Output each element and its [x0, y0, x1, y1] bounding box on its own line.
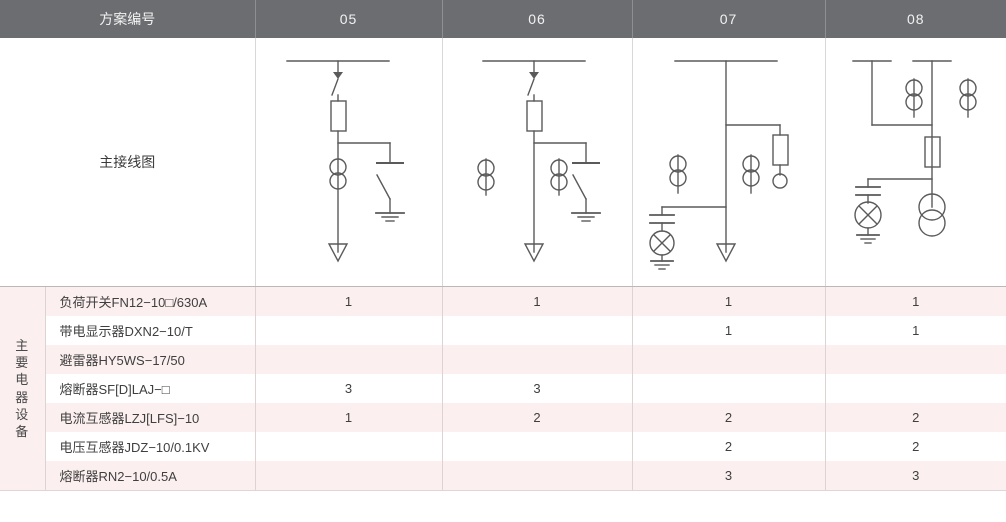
row-value-05: 3: [255, 374, 443, 403]
feeder-arrow-06: [523, 243, 545, 263]
row-value-05: 1: [255, 403, 443, 432]
earth-switch-blade-06: [572, 174, 587, 200]
fuse-body-05: [329, 100, 347, 132]
ct-circle-top-05: [328, 158, 347, 176]
row-value-08: 1: [825, 316, 1006, 345]
row-name: 带电显示器DXN2−10/T: [45, 316, 256, 345]
row-value-07: 1: [632, 316, 826, 345]
header-column-06: 06: [442, 0, 633, 38]
diagram-row-label: 主接线图: [0, 38, 256, 287]
diagram-cell-06: [442, 38, 633, 287]
group-label-char-2: 电: [15, 372, 30, 388]
row-name: 熔断器RN2−10/0.5A: [45, 461, 256, 491]
row-value-07: [632, 374, 826, 403]
row-name: 熔断器SF[D]LAJ−□: [45, 374, 256, 403]
table-row: 熔断器SF[D]LAJ−□ 3 3: [0, 374, 1006, 403]
arrester-cross2-08: [857, 205, 878, 225]
diagram-cell-07: [632, 38, 826, 287]
fuse-body-08: [924, 136, 941, 168]
table-row: 主 要 电 器 设 备 负荷开关FN12−10□/630A 1 1 1 1: [0, 286, 1006, 491]
row-value-05: [255, 461, 443, 491]
row-value-05: 1: [255, 286, 443, 316]
fuse-body-06: [526, 100, 543, 132]
row-value-08: 2: [825, 432, 1006, 461]
row-value-08: [825, 374, 1006, 403]
row-value-06: 2: [442, 403, 633, 432]
switch-blade-06: [527, 78, 535, 96]
row-value-07: 2: [632, 403, 826, 432]
single-line-diagram-06: [477, 60, 601, 263]
switch-contact-marker-05: [332, 72, 343, 79]
row-name: 负荷开关FN12−10□/630A: [45, 286, 256, 316]
ct-circle-right-top-06: [550, 159, 568, 177]
row-value-08: 1: [825, 286, 1006, 316]
switch-contact-marker-06: [529, 72, 539, 79]
ct-circle-mid-top-07: [741, 155, 760, 173]
row-value-07: 3: [632, 461, 826, 491]
single-line-diagram-05: [285, 60, 405, 263]
group-label-main-equipment: 主 要 电 器 设 备: [0, 286, 46, 491]
row-value-07: 2: [632, 432, 826, 461]
group-label-char-1: 要: [15, 355, 30, 371]
row-value-08: 2: [825, 403, 1006, 432]
ct-circle-bottom-05: [328, 172, 347, 190]
table-row: 带电显示器DXN2−10/T 1 1: [0, 316, 1006, 345]
header-scheme-number: 方案编号: [0, 0, 256, 38]
ct-circle-right-bottom-06: [550, 173, 568, 191]
single-line-diagram-07: [648, 60, 789, 270]
ct-circle-b-bottom-08: [959, 93, 977, 111]
ct-circle-a-bottom-08: [905, 93, 923, 111]
diagram-cell-08: [825, 38, 1006, 287]
group-label-char-0: 主: [15, 338, 30, 354]
row-value-06: 3: [442, 374, 633, 403]
row-value-07: [632, 345, 826, 374]
row-value-05: [255, 316, 443, 345]
ct-circle-mid-bottom-07: [741, 169, 760, 187]
row-value-08: 3: [825, 461, 1006, 491]
ct-circle-left-bottom-06: [477, 173, 495, 191]
arrester-cross2-07: [652, 234, 671, 252]
ct-circle-left-top-07: [668, 155, 687, 173]
table-row: 避雷器HY5WS−17/50: [0, 345, 1006, 374]
header-column-05: 05: [255, 0, 443, 38]
table-header-row: 方案编号 05 06 07 08: [0, 0, 1006, 38]
feeder-arrow-05: [327, 243, 348, 263]
earth-switch-blade-05: [375, 174, 391, 200]
row-value-05: [255, 432, 443, 461]
switch-blade-05: [330, 78, 339, 96]
ct-circle-left-bottom-07: [668, 169, 687, 187]
row-value-06: [442, 316, 633, 345]
row-name: 避雷器HY5WS−17/50: [45, 345, 256, 374]
diagram-row: 主接线图: [0, 38, 1006, 287]
header-column-08: 08: [825, 0, 1006, 38]
fuse-body-07: [771, 134, 789, 166]
ct-circle-left-top-06: [477, 159, 495, 177]
table-row: 熔断器RN2−10/0.5A 3 3: [0, 461, 1006, 491]
diagram-cell-05: [255, 38, 443, 287]
group-label-char-3: 器: [15, 389, 30, 405]
row-name: 电压互感器JDZ−10/0.1KV: [45, 432, 256, 461]
row-value-06: [442, 345, 633, 374]
row-value-07: 1: [632, 286, 826, 316]
table-row: 电压互感器JDZ−10/0.1KV 2 2: [0, 432, 1006, 461]
transformer-circle-bottom-08: [918, 209, 946, 237]
ct-circle-right-07: [771, 173, 788, 189]
row-name: 电流互感器LZJ[LFS]−10: [45, 403, 256, 432]
group-label-char-4: 设: [15, 406, 30, 422]
table-row: 电流互感器LZJ[LFS]−10 1 2 2 2: [0, 403, 1006, 432]
single-line-diagram-08: [852, 60, 977, 244]
row-value-05: [255, 345, 443, 374]
row-value-06: [442, 461, 633, 491]
header-column-07: 07: [632, 0, 826, 38]
scheme-specification-table: 方案编号 05 06 07 08 主接线图: [0, 0, 1006, 491]
ct-circle-b-top-08: [959, 79, 977, 97]
row-value-08: [825, 345, 1006, 374]
group-label-text: 主 要 电 器 设 备: [0, 337, 45, 440]
group-label-char-5: 备: [15, 423, 30, 439]
ct-circle-a-top-08: [905, 79, 923, 97]
row-value-06: 1: [442, 286, 633, 316]
feeder-arrow-07: [715, 243, 736, 263]
transformer-circle-top-08: [918, 193, 946, 221]
row-value-06: [442, 432, 633, 461]
